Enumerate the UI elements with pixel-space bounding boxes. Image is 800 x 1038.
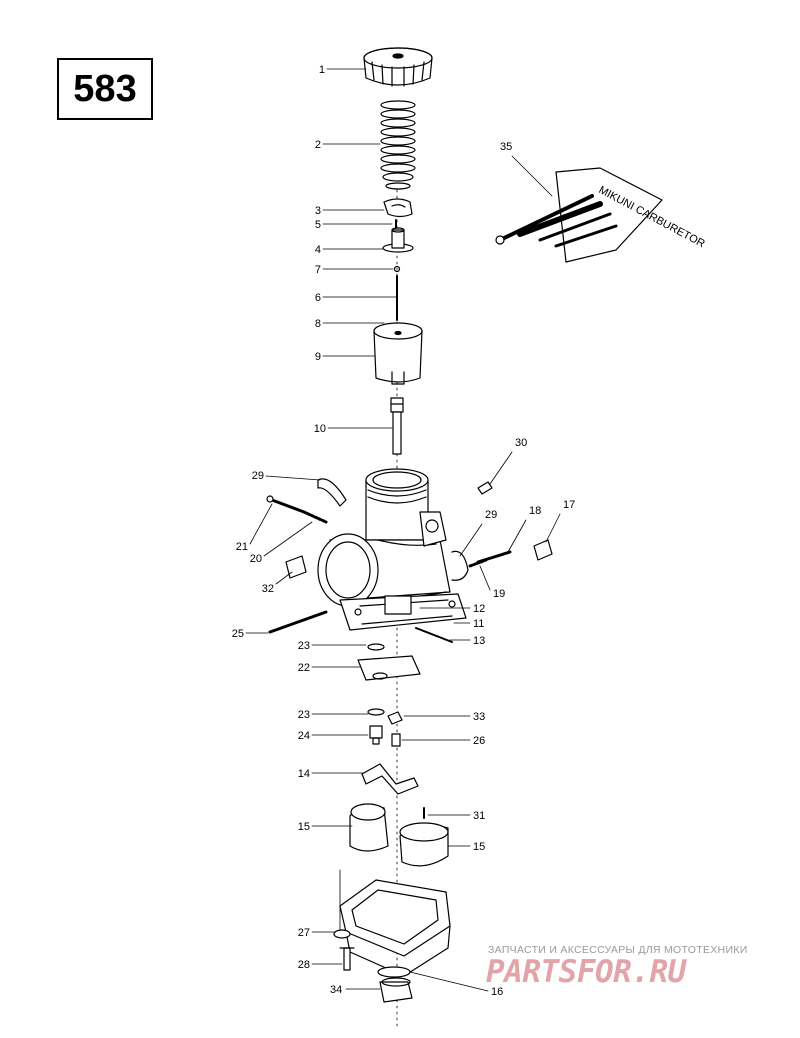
watermark-brand-logo: PARTSFOR.RU — [486, 954, 686, 990]
part-screw-30 — [477, 481, 493, 495]
callout-number: 11 — [473, 618, 484, 630]
part-tube-left — [317, 478, 347, 507]
part-float-lever — [361, 763, 419, 795]
callout-leader-line — [545, 513, 561, 543]
part-tool-kit: MIKUNI CARBURETOR — [495, 167, 707, 263]
part-bowl-screw — [333, 929, 355, 971]
part-clip-plate — [383, 198, 413, 229]
callout-number: 26 — [473, 735, 485, 747]
diagram-code-box: 583 — [57, 58, 153, 120]
callout-leader-line — [511, 155, 553, 197]
part-idle-screw — [468, 550, 512, 568]
part-float-left — [349, 803, 389, 852]
part-spring — [380, 100, 416, 190]
callout-number: 8 — [315, 318, 321, 330]
part-float-right — [399, 822, 449, 867]
callout-number: 9 — [315, 351, 321, 363]
callout-number: 30 — [515, 437, 527, 449]
diagram-code: 583 — [73, 67, 137, 110]
callout-number: 35 — [500, 141, 512, 153]
part-drain-nut — [377, 966, 413, 1003]
callout-number: 18 — [529, 505, 541, 517]
callout-leader-line — [265, 475, 321, 481]
callout-leader-line — [459, 523, 483, 557]
callout-number: 28 — [298, 959, 310, 971]
callout-number: 27 — [298, 927, 310, 939]
part-screw-25 — [268, 610, 328, 634]
watermark-tagline: ЗАПЧАСТИ И АКСЕССУАРЫ ДЛЯ МОТОТЕХНИКИ — [488, 944, 748, 956]
callout-number: 34 — [330, 984, 342, 996]
part-cap-17 — [533, 539, 553, 561]
part-cap — [363, 47, 433, 87]
part-needle-jet — [390, 397, 404, 455]
callout-leader-line — [507, 519, 527, 553]
callout-number: 10 — [314, 423, 326, 435]
callout-leader-line — [275, 571, 293, 585]
callout-number: 17 — [563, 499, 575, 511]
callout-number: 23 — [298, 709, 310, 721]
callout-number: 15 — [298, 821, 310, 833]
callout-number: 20 — [250, 553, 262, 565]
part-pilot-screw — [266, 495, 328, 524]
part-carburetor-body — [317, 468, 467, 631]
callout-number: 1 — [319, 64, 325, 76]
callout-leader-line — [263, 521, 313, 557]
callout-number: 4 — [315, 244, 321, 256]
callout-number: 33 — [473, 711, 485, 723]
part-float-bowl — [339, 869, 451, 977]
callout-number: 21 — [236, 541, 248, 553]
callout-leader-line — [479, 565, 491, 591]
callout-number: 25 — [232, 628, 244, 640]
callout-number: 14 — [298, 768, 310, 780]
part-jets-group — [367, 708, 403, 747]
part-tube-right — [451, 550, 469, 581]
callout-number: 24 — [298, 730, 310, 742]
callout-number: 12 — [473, 603, 485, 615]
callout-number: 32 — [262, 583, 274, 595]
callout-number: 31 — [473, 810, 485, 822]
callout-number: 23 — [298, 640, 310, 652]
callout-number: 15 — [473, 841, 485, 853]
callout-number: 13 — [473, 635, 485, 647]
callout-number: 6 — [315, 292, 321, 304]
part-float-arm — [357, 643, 421, 681]
callout-number: 5 — [315, 219, 321, 231]
callout-number: 29 — [485, 509, 497, 521]
callout-number: 7 — [315, 264, 321, 276]
callout-leader-line — [409, 971, 489, 992]
callout-number: 3 — [315, 205, 321, 217]
callout-number: 16 — [491, 986, 503, 998]
part-pin-13 — [415, 627, 453, 643]
part-throttle-valve — [373, 322, 423, 385]
callout-leader-line — [489, 451, 513, 485]
callout-number: 22 — [298, 662, 310, 674]
callout-number: 19 — [493, 588, 505, 600]
callout-number: 29 — [252, 470, 264, 482]
callout-number: 2 — [315, 139, 321, 151]
callout-leader-line — [249, 503, 273, 545]
part-needle-holder — [382, 227, 414, 253]
part-e-ring — [393, 265, 401, 273]
